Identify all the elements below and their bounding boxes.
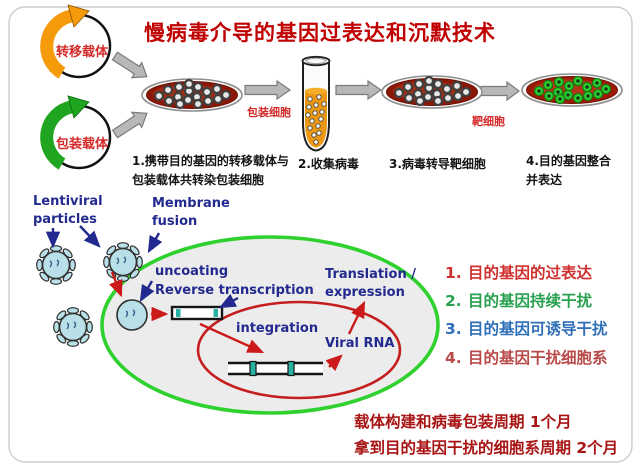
target-cells-dish — [381, 75, 483, 109]
step1-label: 1.携带目的基因的转移载体与包装载体共转染包装细胞 — [132, 154, 289, 187]
application-num: 2. — [445, 292, 462, 310]
timeline-note-1: 载体构建和病毒包装周期 1个月 — [354, 413, 572, 431]
cell-membrane — [100, 235, 440, 415]
virus-particle-2 — [103, 242, 143, 282]
target-cells-label: 靶细胞 — [472, 115, 505, 128]
slide-frame — [8, 6, 633, 463]
packaging-vector-label: 包装载体 — [56, 137, 109, 152]
nucleus-outline — [196, 300, 402, 400]
transfer-vector-label: 转移载体 — [56, 45, 109, 60]
application-num: 1. — [445, 264, 462, 282]
process-arrows-red — [109, 271, 366, 372]
translation-expression-label: Translation / expression — [325, 267, 416, 300]
application-item-3: 3. 目的基因可诱导干扰 — [445, 319, 608, 339]
packaging-cells-label: 包装细胞 — [247, 106, 291, 119]
membrane-fusion-label: Membrane fusion — [152, 196, 230, 229]
viral-rna-label: Viral RNA — [325, 336, 395, 351]
step3-label: 3.病毒转导靶细胞 — [389, 157, 486, 171]
expressing-cells-dish — [521, 73, 623, 107]
application-item-1: 1. 目的基因的过表达 — [445, 263, 592, 283]
application-text: 目的基因干扰细胞系 — [468, 349, 608, 367]
virus-particle-1 — [36, 245, 76, 285]
application-item-4: 4. 目的基因干扰细胞系 — [445, 348, 608, 368]
uncoated-virus-core — [116, 299, 148, 331]
collection-tube — [301, 55, 331, 152]
uncoating-label: uncoating — [155, 264, 229, 279]
application-item-2: 2. 目的基因持续干扰 — [445, 291, 592, 311]
application-text: 目的基因持续干扰 — [468, 292, 593, 310]
integration-label: integration — [236, 321, 319, 336]
application-text: 目的基因可诱导干扰 — [468, 320, 608, 338]
step2-label: 2.收集病毒 — [298, 157, 359, 171]
packaging-cells-dish — [141, 78, 243, 112]
integrated-dna — [228, 360, 323, 377]
annotation-arrows-navy — [45, 225, 239, 309]
timeline-note-2: 拿到目的基因干扰的细胞系周期 2个月 — [354, 439, 619, 457]
lentiviral-particles-label: Lentiviral particles — [33, 194, 103, 227]
transfer-vector-icon — [40, 4, 112, 79]
application-num: 3. — [445, 320, 462, 338]
packaging-vector-icon — [40, 95, 112, 170]
proviral-dna-bar — [170, 305, 224, 321]
application-num: 4. — [445, 349, 462, 367]
reverse-transcription-label: Reverse transcription — [155, 283, 314, 298]
step4-label: 4.目的基因整合并表达 — [526, 154, 611, 187]
flow-arrows — [111, 51, 520, 139]
application-text: 目的基因的过表达 — [468, 264, 593, 282]
virus-particle-3 — [53, 307, 93, 347]
page-title: 慢病毒介导的基因过表达和沉默技术 — [144, 21, 496, 45]
